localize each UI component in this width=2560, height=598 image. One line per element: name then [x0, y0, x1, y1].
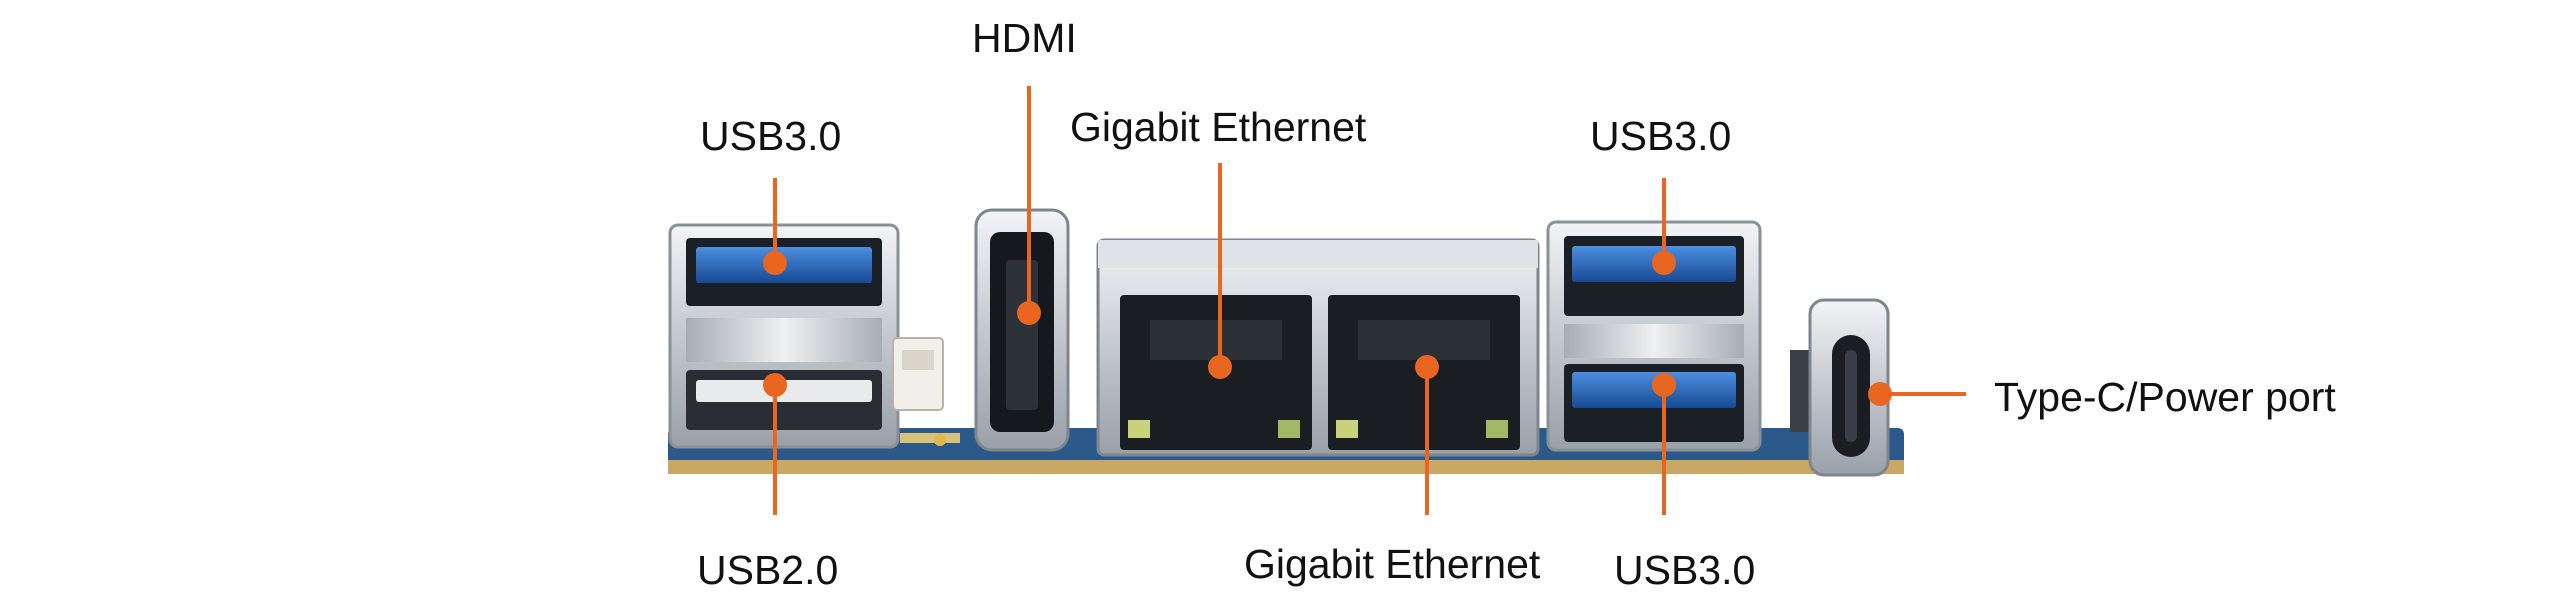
label-usb30-bottom-right: USB3.0	[1614, 547, 1756, 593]
callout-dot-usb30-bottom-right	[1652, 373, 1676, 397]
label-usb30-top-right: USB3.0	[1590, 113, 1732, 159]
callout-dot-usb20	[763, 373, 787, 397]
hdmi-port	[974, 208, 1070, 452]
ethernet-dual-port	[1096, 238, 1540, 457]
type-c-port	[1790, 298, 1890, 477]
usb-stack-left	[668, 223, 900, 449]
callout-dot-hdmi	[1017, 301, 1041, 325]
label-hdmi: HDMI	[972, 15, 1077, 61]
jst-connector	[892, 337, 944, 411]
label-type-c-power-port: Type-C/Power port	[1994, 374, 2336, 420]
usb-stack-right	[1546, 220, 1762, 452]
callout-dot-usb30-top-left	[763, 251, 787, 275]
label-usb20: USB2.0	[697, 547, 839, 593]
callout-dot-ethernet-top	[1208, 355, 1232, 379]
label-gigabit-ethernet-top: Gigabit Ethernet	[1070, 104, 1367, 150]
callout-dot-type-c	[1868, 382, 1892, 406]
callout-dot-ethernet-bottom	[1415, 355, 1439, 379]
callout-lines	[763, 86, 1966, 515]
label-usb30-top-left: USB3.0	[700, 113, 842, 159]
callout-dot-usb30-top-right	[1652, 251, 1676, 275]
label-gigabit-ethernet-bottom: Gigabit Ethernet	[1244, 541, 1541, 587]
